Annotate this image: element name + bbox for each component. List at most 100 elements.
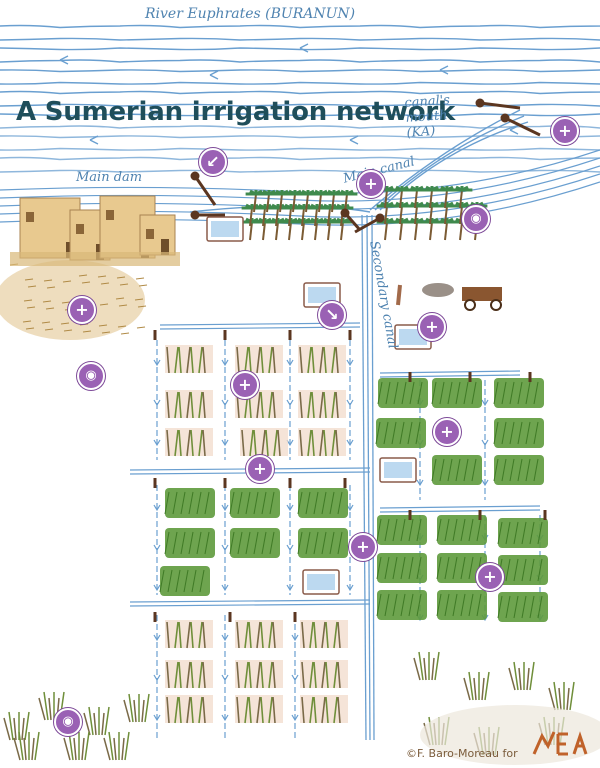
field-hatch <box>164 491 170 515</box>
field-hatch <box>261 491 267 515</box>
gate-lever <box>479 101 521 110</box>
sand-stroke <box>46 286 56 289</box>
reed-clump-stalk <box>513 661 519 691</box>
small-gate <box>528 372 532 382</box>
reed-stalk <box>261 429 266 457</box>
field-hatch <box>199 569 205 593</box>
green-field <box>377 590 427 620</box>
sand-stroke <box>22 320 32 323</box>
hotspot-plus-icon[interactable]: + <box>68 296 96 324</box>
palm-trunk <box>429 221 433 241</box>
palm-trunk <box>249 221 253 241</box>
flow-arrow <box>509 125 519 135</box>
reed-stalk <box>186 346 191 374</box>
field-hatch <box>384 518 390 542</box>
reed-clump-stalk <box>34 731 40 761</box>
reed-stalk <box>248 696 252 724</box>
field-hatch <box>444 518 450 542</box>
palm-trunk <box>444 189 448 209</box>
reed-clump-stalk <box>413 657 421 681</box>
gate-lever <box>193 175 217 206</box>
reed-stalk <box>319 391 324 419</box>
reed-stalk <box>272 661 276 689</box>
reed-stalk <box>178 696 182 724</box>
river-stroke <box>0 24 600 29</box>
reed-stalk <box>333 696 338 724</box>
reed-stalk <box>174 661 179 689</box>
reed-stalk <box>202 391 206 419</box>
sand-stroke <box>82 330 92 333</box>
palm-trunk <box>331 193 335 213</box>
reed-stalk <box>236 346 240 374</box>
cart-wheel <box>464 299 476 311</box>
reed-stalk <box>260 391 264 419</box>
field-hatch <box>513 521 519 545</box>
reed-stalk <box>186 661 191 689</box>
field-hatch <box>501 421 507 445</box>
palm-trunk <box>262 221 266 241</box>
field-hatch <box>385 381 391 405</box>
hotspot-plus-icon[interactable]: + <box>551 117 579 145</box>
river-stroke <box>0 169 600 173</box>
hotspot-eye-icon[interactable]: ◉ <box>462 205 490 233</box>
small-gate <box>543 510 547 520</box>
hotspot-plus-icon[interactable]: + <box>349 533 377 561</box>
hotspot-arrow-icon[interactable]: ↘ <box>318 301 346 329</box>
hotspot-plus-icon[interactable]: + <box>231 371 259 399</box>
field-hatch <box>537 595 543 619</box>
field-hatch <box>408 593 414 617</box>
hotspot-plus-icon[interactable]: + <box>357 170 385 198</box>
hotspot-plus-icon[interactable]: + <box>476 563 504 591</box>
reed-stalk <box>325 621 329 649</box>
reed-stalk <box>313 696 317 724</box>
reed-stalk <box>335 429 339 457</box>
green-field <box>376 418 426 448</box>
hotspot-plus-icon[interactable]: + <box>418 313 446 341</box>
sand-stroke <box>120 332 130 335</box>
reed-stalk <box>268 346 273 374</box>
field-hatch <box>172 531 178 555</box>
feeder-arrow <box>286 504 294 512</box>
field-hatch <box>525 458 531 482</box>
field-hatch <box>439 458 445 482</box>
sand-stroke <box>61 301 71 304</box>
hotspot-eye-icon[interactable]: ◉ <box>54 708 82 736</box>
reed-stalk <box>202 346 206 374</box>
feeder-arrow <box>346 439 354 447</box>
field-hatch <box>415 421 421 445</box>
page-title: A Sumerian irrigation network <box>16 97 456 127</box>
field-hatch <box>245 491 251 515</box>
field-hatch <box>460 518 466 542</box>
field-hatch <box>384 593 390 617</box>
media-thumbnails <box>206 216 432 595</box>
field-hatch <box>460 593 466 617</box>
reed-stalk <box>299 346 303 374</box>
field-hatch <box>497 521 503 545</box>
reed-clump-stalk <box>3 717 11 741</box>
hotspot-plus-icon[interactable]: + <box>246 455 274 483</box>
palm-trunk <box>414 205 418 225</box>
reed-stalk <box>241 429 245 457</box>
feeder-arrow <box>481 439 489 447</box>
palm-trunk <box>249 207 253 227</box>
reed-stalk <box>190 391 194 419</box>
palm-trunk <box>399 221 403 241</box>
feeder-arrow <box>221 584 229 592</box>
hotspot-eye-icon[interactable]: ◉ <box>77 362 105 390</box>
field-hatch <box>471 458 477 482</box>
field-hatch <box>408 518 414 542</box>
reed-clump-stalk <box>121 737 125 761</box>
sand-stroke <box>101 331 111 334</box>
reed-clump-stalk <box>133 699 137 723</box>
field-hatch <box>476 518 482 542</box>
reed-stalk <box>272 346 276 374</box>
river-stroke <box>0 125 600 129</box>
reed-clump-stalk <box>68 731 74 761</box>
hotspot-plus-icon[interactable]: + <box>433 418 461 446</box>
reed-stalk <box>256 391 261 419</box>
hotspot-arrow-icon[interactable]: ↙ <box>199 148 227 176</box>
small-gate <box>288 478 292 488</box>
sand-stroke <box>117 325 127 328</box>
small-gate <box>153 478 157 488</box>
feeder-arrow <box>291 714 299 722</box>
